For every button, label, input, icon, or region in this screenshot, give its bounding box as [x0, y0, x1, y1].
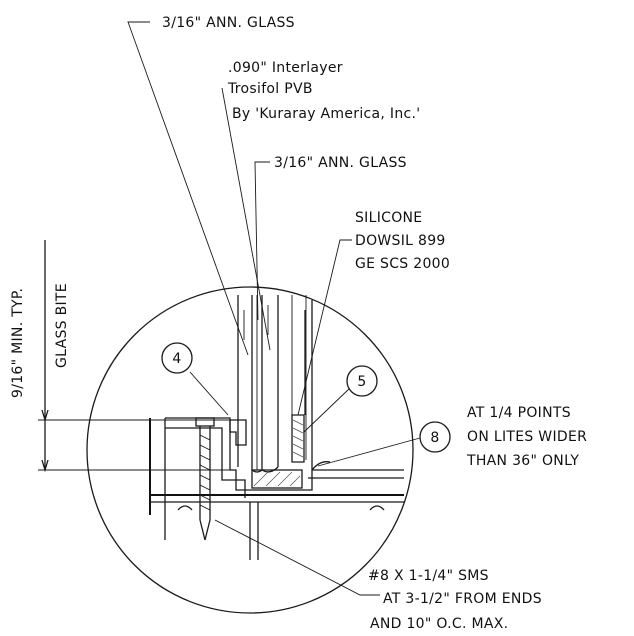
label-silicone-1: SILICONE	[355, 210, 422, 226]
silicone-bead	[291, 414, 305, 463]
label-silicone-2: DOWSIL 899	[355, 233, 446, 249]
screw	[195, 417, 215, 541]
bubble-8-label: 8	[430, 430, 439, 446]
glass-bite-dimension	[38, 240, 232, 473]
bubble-5-label: 5	[357, 374, 366, 390]
label-screw-1: #8 X 1-1/4" SMS	[368, 568, 489, 584]
laminated-glass	[237, 295, 307, 473]
leader-lines	[127, 21, 421, 596]
label-interlayer-2: Trosifol PVB	[227, 81, 313, 97]
label-silicone-3: GE SCS 2000	[355, 256, 450, 272]
label-interlayer-1: .090" Interlayer	[228, 60, 343, 76]
bubble-8	[419, 421, 451, 453]
dimension-sublabel: GLASS BITE	[54, 283, 70, 368]
label-setting-2: ON LITES WIDER	[467, 429, 587, 445]
label-screw-3: AND 10" O.C. MAX.	[370, 616, 508, 632]
setting-block	[251, 469, 303, 489]
bubble-4-label: 4	[172, 351, 181, 367]
label-screw-2: AT 3-1/2" FROM ENDS	[383, 591, 542, 607]
bubble-4	[161, 342, 193, 374]
detail-circle	[86, 286, 414, 614]
label-inner-glass: 3/16" ANN. GLASS	[274, 155, 407, 171]
dimension-label: 9/16" MIN. TYP.	[10, 288, 26, 398]
label-setting-1: AT 1/4 POINTS	[467, 405, 571, 421]
silicone-hatch	[292, 419, 304, 458]
frame-extrusion	[149, 300, 404, 560]
label-setting-3: THAN 36" ONLY	[466, 453, 579, 469]
label-interlayer-3: By 'Kuraray America, Inc.'	[232, 106, 420, 122]
bubble-5	[346, 365, 378, 397]
label-outer-glass: 3/16" ANN. GLASS	[162, 15, 295, 31]
